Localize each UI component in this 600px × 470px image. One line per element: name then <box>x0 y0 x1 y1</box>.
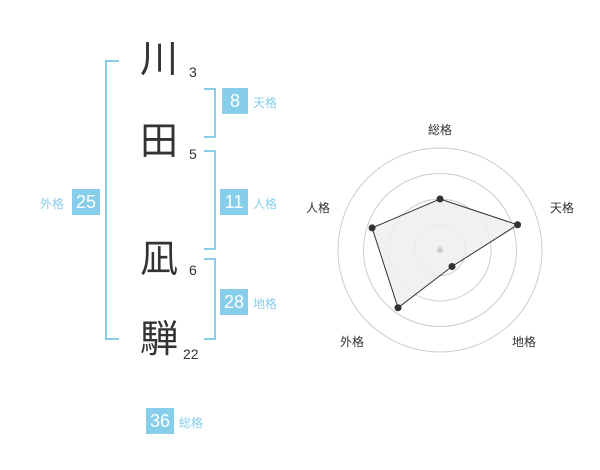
radar-point <box>436 195 444 203</box>
radar-axis-label-soukaku: 総格 <box>428 122 452 137</box>
radar-center-dot <box>437 247 443 253</box>
soukaku-label: 総格 <box>179 416 204 430</box>
name-char-1: 川 <box>140 37 179 81</box>
tenkaku-bracket <box>204 88 216 138</box>
name-char-4: 騨 <box>140 317 179 361</box>
radar-point <box>514 221 522 229</box>
gaikaku-value-badge: 25 <box>72 189 100 215</box>
name-char-2: 田 <box>140 119 179 163</box>
radar-axis-label-tenkaku: 天格 <box>550 200 574 215</box>
radar-polygon <box>371 198 519 309</box>
tenkaku-label: 天格 <box>253 96 278 110</box>
chikaku-value-badge: 28 <box>220 289 248 315</box>
jinkaku-bracket <box>204 150 216 250</box>
jinkaku-label: 人格 <box>253 197 278 211</box>
radar-points <box>368 195 522 312</box>
jinkaku-value-badge: 11 <box>220 189 248 215</box>
radar-point <box>394 304 402 312</box>
radar-point <box>448 263 456 271</box>
name-char-3: 凪 <box>140 237 179 281</box>
stroke-count-1: 3 <box>189 64 197 80</box>
stroke-count-2: 5 <box>189 146 197 162</box>
gaikaku-bracket <box>105 60 119 340</box>
chikaku-label: 地格 <box>253 297 278 311</box>
radar-axis-label-chikaku: 地格 <box>512 334 536 349</box>
radar-ring <box>337 147 543 353</box>
chikaku-bracket <box>204 258 216 340</box>
stroke-count-3: 6 <box>189 262 197 278</box>
radar-ring <box>363 173 517 327</box>
soukaku-value-badge: 36 <box>146 408 174 434</box>
radar-point <box>368 224 376 232</box>
radar-axis-label-gaikaku: 外格 <box>340 334 364 349</box>
gaikaku-label: 外格 <box>40 197 65 211</box>
tenkaku-value-badge: 8 <box>222 88 248 114</box>
radar-axis-label-jinkaku: 人格 <box>306 200 330 215</box>
stroke-count-4: 22 <box>183 346 199 362</box>
